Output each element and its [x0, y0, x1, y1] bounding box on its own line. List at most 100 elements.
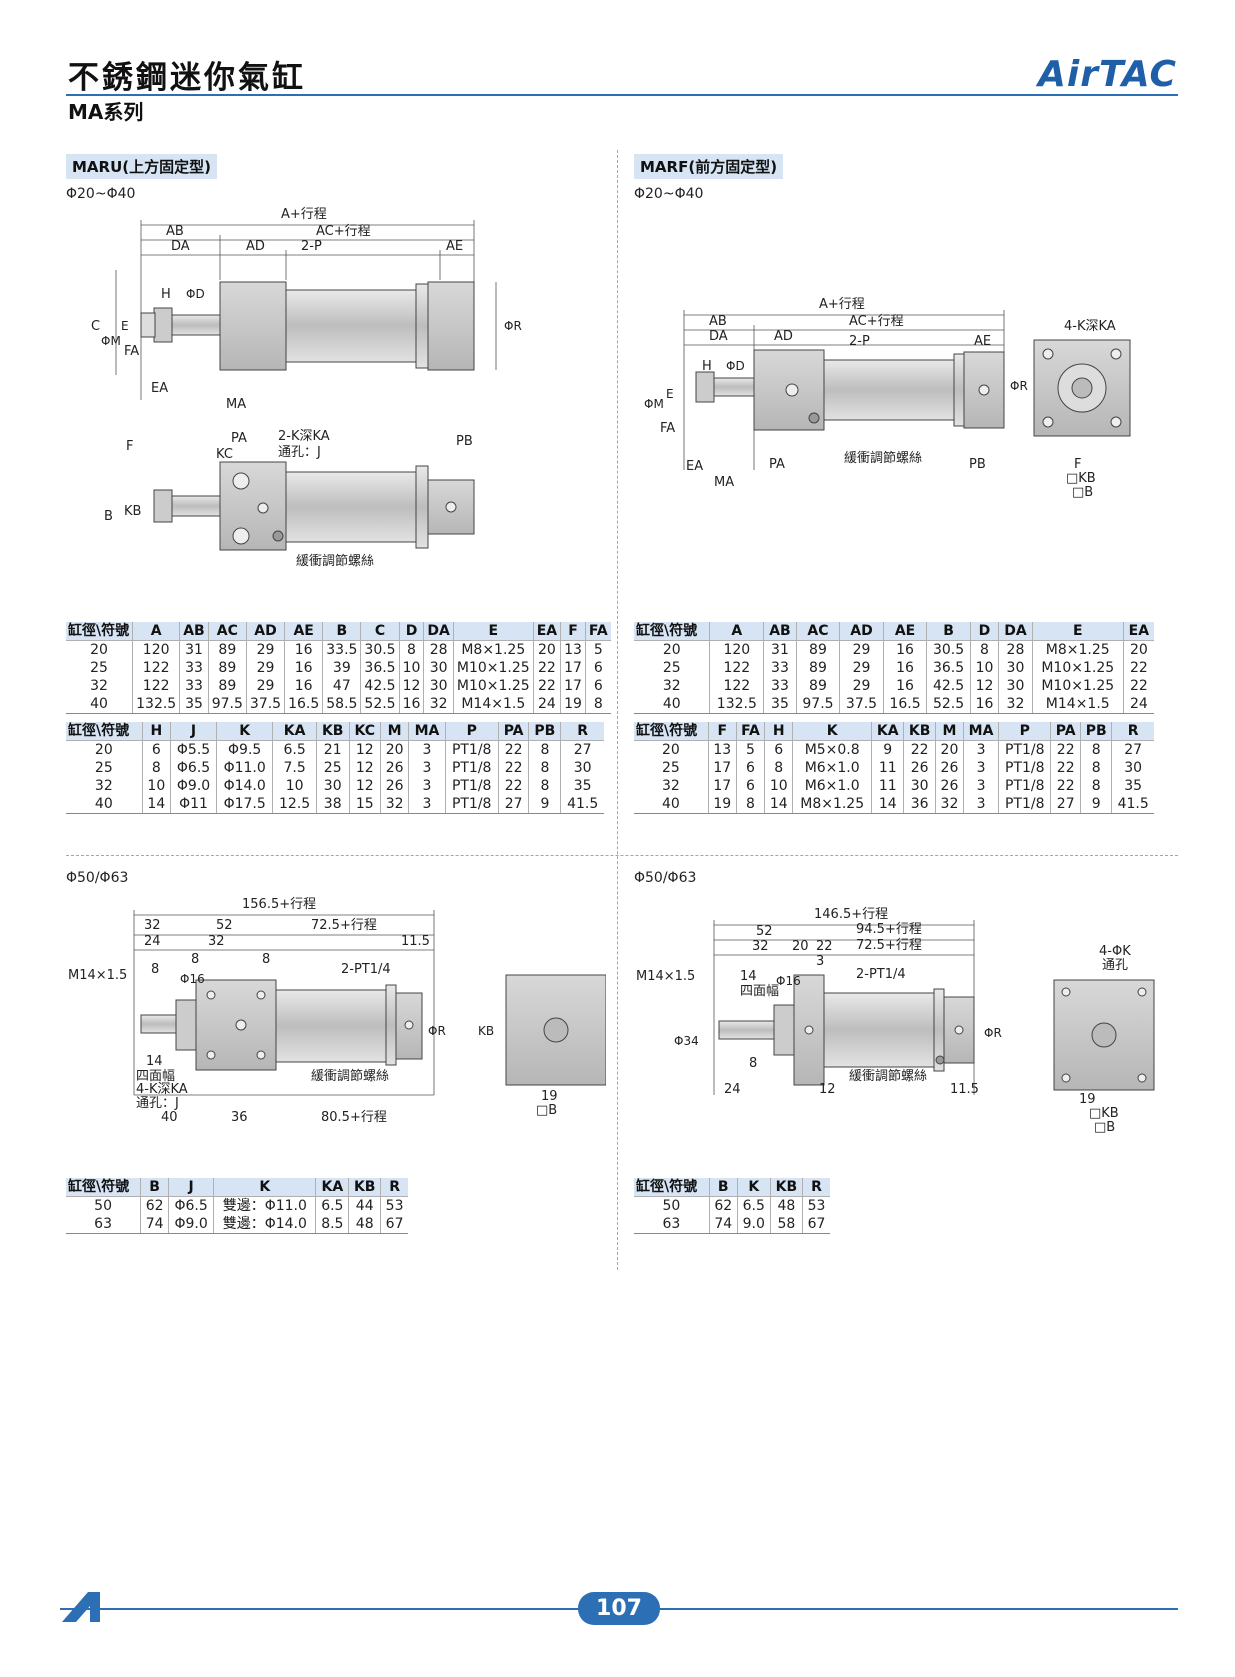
table-cell: 16	[284, 640, 324, 659]
table-header-cell: KA	[871, 722, 905, 741]
marf-dim-2p: 2-P	[849, 334, 870, 349]
table-cell: 62	[709, 1196, 738, 1215]
table-cell: 19	[708, 795, 737, 814]
table-cell: 28	[423, 640, 454, 659]
table-cell: 50	[634, 1196, 710, 1215]
table-cell: 6.5	[737, 1196, 771, 1215]
page-number: 107	[578, 1592, 660, 1625]
table-cell: M14×1.5	[453, 695, 534, 714]
table-cell: 17	[708, 759, 737, 777]
table-cell: 89	[208, 659, 247, 677]
marf-dim-3: 3	[816, 954, 824, 969]
table-cell: 14	[764, 795, 794, 814]
table-header-cell: A	[132, 622, 181, 641]
table-cell: 74	[709, 1215, 738, 1234]
table-cell: 33.5	[322, 640, 362, 659]
marf-dim-4phik: 4-ΦK	[1099, 944, 1131, 959]
table-cell: 31	[179, 640, 209, 659]
dim-8a: 8	[191, 952, 199, 967]
table-cell: 12	[349, 759, 381, 777]
marf-dim-20: 20	[792, 939, 809, 954]
table-cell: 30	[316, 777, 350, 795]
table-cell: 3	[408, 740, 446, 759]
table-header-cell: M	[935, 722, 964, 741]
table-cell: 89	[208, 640, 247, 659]
table-cell: 47	[322, 677, 362, 695]
dim-through-j2: 通孔：J	[136, 1096, 179, 1111]
table-cell: 30	[998, 659, 1033, 677]
marf-dim-945: 94.5+行程	[856, 922, 922, 937]
table-cell: 22	[1129, 678, 1148, 694]
marf-dim-52: 52	[756, 924, 773, 939]
table-cell: M8×1.25	[792, 795, 873, 814]
table-cell: 8	[970, 640, 1000, 659]
table-header-cell: D	[399, 622, 425, 641]
dim-r: ΦR	[504, 319, 522, 333]
table-cell: 26	[380, 759, 410, 777]
table-cell: 3	[408, 759, 446, 777]
table-cell: 97.5	[796, 695, 841, 714]
table-header-cell: AD	[839, 622, 884, 641]
table-cell: 14	[871, 795, 905, 814]
table-cell: 33	[763, 659, 797, 677]
table-cell: 12	[399, 677, 425, 695]
table-cell: 58	[770, 1215, 803, 1234]
table-cell: 20	[634, 740, 709, 759]
dim-h: H	[161, 287, 171, 302]
table-cell: 58.5	[322, 695, 362, 714]
footer-logo-icon	[62, 1592, 100, 1622]
marf-dim-115: 11.5	[950, 1082, 979, 1097]
marf-bore-small: Φ20~Φ40	[634, 186, 704, 202]
table-cell: 52.5	[360, 695, 400, 714]
table-cell: 3	[963, 759, 1000, 777]
table-cell: M8×1.25	[1032, 640, 1124, 659]
table-cell: 7.5	[272, 759, 317, 777]
table-cell: 8	[528, 759, 562, 777]
table-cell: 31	[763, 640, 797, 659]
table-cell: 11	[871, 777, 905, 795]
table-cell: 32	[66, 777, 143, 795]
four-face: 四面幅	[136, 1069, 175, 1084]
table-cell: 89	[796, 677, 841, 695]
table-cell: 雙邊：Φ14.0	[213, 1215, 317, 1234]
table-header-cell: R	[802, 1178, 830, 1197]
table-cell: 25	[66, 759, 143, 777]
table-cell: 9	[1080, 795, 1113, 814]
table-header-cell: KB	[348, 1178, 382, 1197]
table-cell: M6×1.0	[792, 759, 873, 777]
table-cell: 9	[871, 740, 905, 759]
table-cell: 10	[142, 777, 172, 795]
dim-da: DA	[171, 239, 190, 254]
table-cell: 27	[573, 742, 592, 758]
table-header-cell: AE	[284, 622, 324, 641]
table-cell: 27	[1050, 795, 1082, 814]
table-cell: 16	[399, 695, 425, 714]
table-cell: 16	[883, 677, 928, 695]
table-header-cell: EA	[533, 622, 562, 641]
marf-dim-1465: 146.5+行程	[814, 907, 888, 922]
table-cell: M6×1.0	[792, 777, 873, 795]
dim-m14: M14×1.5	[68, 968, 127, 983]
table-cell: 30	[423, 677, 454, 695]
table-cell: PT1/8	[998, 740, 1052, 759]
page-title: 不銹鋼迷你氣缸	[68, 60, 306, 96]
table-cell: M5×0.8	[792, 740, 873, 759]
table-cell: 89	[208, 677, 247, 695]
table-cell: Φ9.0	[168, 1215, 215, 1234]
table-cell: 12.5	[272, 795, 317, 814]
dim-40: 40	[161, 1110, 178, 1125]
table-cell: 14	[142, 795, 172, 814]
table-cell: 44	[348, 1196, 382, 1215]
maru-small-drawing: A+行程 AB AC+行程 DA AD 2-P AE C ΦM E H ΦD F…	[91, 207, 522, 569]
table-cell: 20	[634, 640, 711, 659]
dim-ea: EA	[151, 381, 168, 396]
maru-bore-large: Φ50/Φ63	[66, 870, 129, 886]
